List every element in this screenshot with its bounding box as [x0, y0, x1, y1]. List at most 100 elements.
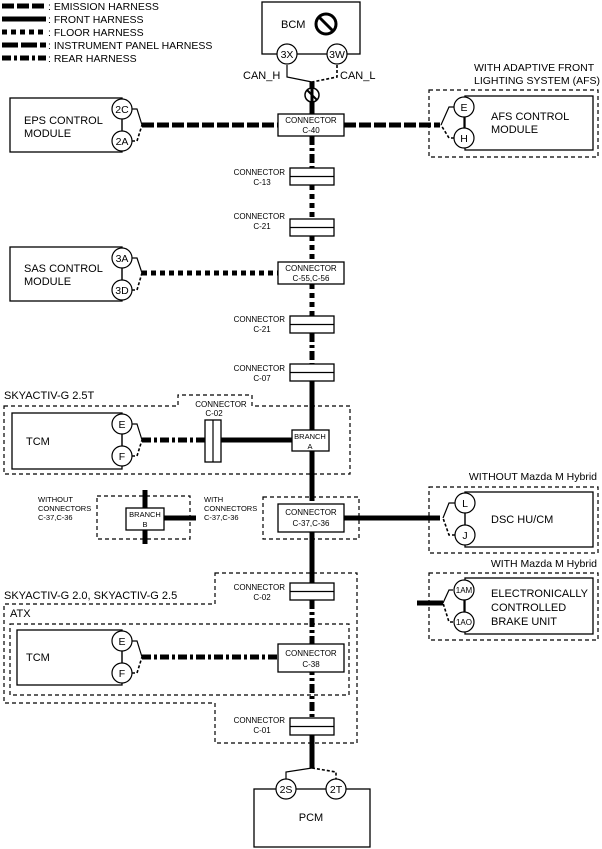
sas-label-2: MODULE	[24, 276, 71, 288]
ecbu-wire-1ao	[442, 602, 453, 623]
eps-pin-2c	[111, 98, 133, 120]
afs-label-2: MODULE	[491, 124, 538, 136]
afs-pin-h-label: H	[460, 133, 468, 145]
pcm-wire-2s	[285, 767, 313, 780]
tcm25t-box	[11, 412, 123, 470]
afs-wire-e	[440, 106, 454, 126]
afs-caption-2: LIGHTING SYSTEM (AFS)	[474, 75, 600, 87]
connector-c07-id: C-07	[253, 374, 271, 383]
connector-c38-label: CONNECTOR	[285, 649, 337, 658]
sas-wire-3a	[132, 257, 143, 274]
bcm-pin-3x	[276, 43, 298, 65]
connector-c38-box	[277, 643, 345, 673]
skyactiv-25t-group: SKYACTIV-G 2.5T TCM E F CONNECTOR C-02 B…	[3, 390, 351, 475]
legend-emission-label: : EMISSION HARNESS	[48, 1, 159, 13]
connector-c02-upper-id: C-02	[205, 409, 223, 418]
connector-c02-upper-label: CONNECTOR	[195, 400, 247, 409]
pcm-wire-2t	[311, 767, 337, 780]
connector-c13: CONNECTOR C-13	[234, 167, 335, 187]
connector-c40-id: C-40	[302, 126, 320, 135]
prohibited-icon	[314, 12, 338, 36]
dsc-hu-cm-module: WITHOUT Mazda M Hybrid DSC HU/CM L J	[428, 471, 599, 554]
tcm20-wire-f	[132, 656, 143, 674]
twisted-pair-icon	[304, 87, 320, 103]
ecbu-label-1: ELECTRONICALLY	[491, 588, 589, 600]
branch-b-group: WITHOUT CONNECTORS C-37,C-36 BRANCH B	[38, 490, 196, 544]
afs-optional-frame	[428, 89, 599, 158]
can-l-label: CAN_L	[340, 70, 375, 82]
connector-c01-label: CONNECTOR	[234, 716, 286, 725]
connector-c55-c56: CONNECTOR C-55,C-56	[142, 261, 345, 285]
sas-box	[9, 246, 123, 302]
atx-frame	[9, 623, 350, 696]
without-connectors-label-2: CONNECTORS	[38, 504, 91, 513]
pcm-pin-2s-label: 2S	[280, 784, 293, 796]
connector-c37-box	[277, 503, 345, 533]
without-connectors-label-1: WITHOUT	[38, 495, 73, 504]
afs-pin-e-label: E	[460, 102, 467, 114]
connector-c07-label: CONNECTOR	[234, 364, 286, 373]
dsc-pin-j-label: J	[462, 530, 467, 542]
branch-b-id: B	[142, 520, 147, 529]
skyactiv-25t-caption: SKYACTIV-G 2.5T	[4, 390, 95, 402]
sas-control-module: SAS CONTROL MODULE 3A 3D	[9, 246, 143, 302]
sas-pin-3a-label: 3A	[116, 253, 129, 265]
legend-front-label: : FRONT HARNESS	[48, 14, 143, 26]
atx-caption: ATX	[10, 608, 31, 620]
dsc-optional-frame	[428, 486, 599, 554]
sas-label-1: SAS CONTROL	[24, 263, 103, 275]
connector-c01-id: C-01	[253, 726, 271, 735]
connector-c21-upper: CONNECTOR C-21	[234, 212, 335, 237]
eps-control-module: EPS CONTROL MODULE 2C 2A	[9, 97, 143, 153]
tcm25t-label: TCM	[26, 436, 50, 448]
connector-c13-label: CONNECTOR	[234, 168, 286, 177]
tcm20-label: TCM	[26, 652, 50, 664]
skyactiv-20-25-group: SKYACTIV-G 2.0, SKYACTIV-G 2.5 ATX CONNE…	[3, 572, 358, 744]
connector-c37-label: CONNECTOR	[285, 508, 337, 517]
with-connectors-label-1: WITH	[204, 495, 223, 504]
connector-c07: CONNECTOR C-07	[234, 363, 335, 383]
pcm-pin-2s	[275, 778, 297, 800]
eps-pin-2c-label: 2C	[115, 104, 129, 116]
tcm25t-pin-e	[111, 413, 133, 435]
afs-box	[464, 95, 594, 151]
legend-floor-label: : FLOOR HARNESS	[48, 27, 144, 39]
connector-c40-label: CONNECTOR	[285, 116, 337, 125]
afs-pin-h	[453, 127, 475, 149]
with-connectors-label-2: CONNECTORS	[204, 504, 257, 513]
eps-label-1: EPS CONTROL	[24, 115, 103, 127]
wire-can-l	[311, 65, 338, 83]
ecbu-pin-1ao-label: 1AO	[456, 618, 472, 627]
dsc-box	[464, 491, 594, 548]
ecbu-label-2: CONTROLLED	[491, 602, 566, 614]
eps-box	[9, 97, 123, 153]
ecbu-optional-frame	[428, 572, 599, 641]
eps-wire-2c	[132, 108, 143, 126]
pcm-module: PCM 2S 2T	[253, 767, 371, 848]
tcm20-pin-f	[111, 662, 133, 684]
connector-c02-lower-id: C-02	[253, 593, 271, 602]
c37-optional-frame	[262, 496, 360, 540]
dsc-wire-j	[442, 517, 455, 536]
dsc-pin-l	[454, 492, 476, 514]
sas-wire-3d	[132, 272, 143, 291]
ecbu-box	[464, 577, 594, 635]
bcm-pin-3x-label: 3X	[281, 49, 294, 61]
sas-pin-3a	[111, 247, 133, 269]
branch-b-label: BRANCH	[129, 510, 161, 519]
wire-can-h	[286, 65, 313, 83]
connector-c21-lower: CONNECTOR C-21	[234, 315, 335, 334]
afs-pin-e	[453, 96, 475, 118]
ecbu-pin-1am	[453, 579, 475, 601]
connector-c37-id: C-37,C-36	[293, 519, 330, 528]
connector-c21-upper-id: C-21	[253, 222, 271, 231]
branch-a-id: A	[307, 442, 312, 451]
ecbu-pin-1ao	[453, 611, 475, 633]
eps-pin-2a-label: 2A	[116, 136, 129, 148]
sas-pin-3d-label: 3D	[115, 285, 129, 297]
bcm-pin-3w	[326, 43, 348, 65]
skyactiv-20-25-caption: SKYACTIV-G 2.0, SKYACTIV-G 2.5	[4, 590, 177, 602]
eps-label-2: MODULE	[24, 128, 71, 140]
dsc-wire-l	[442, 502, 455, 519]
